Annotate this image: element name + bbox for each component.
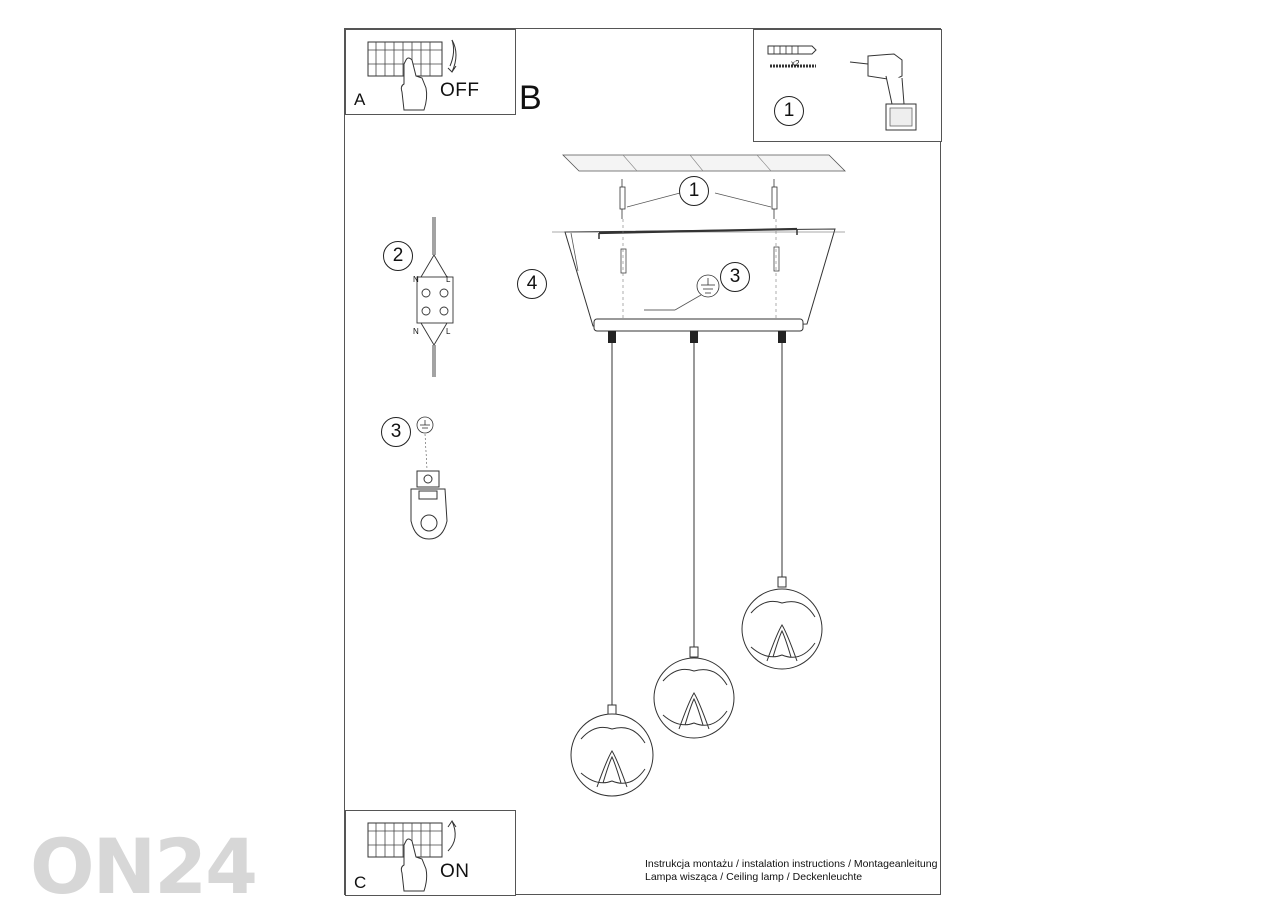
wall-anchor-left <box>619 179 626 219</box>
panel-a-state-label: OFF <box>440 80 480 101</box>
globe-lamp-right <box>741 576 823 670</box>
mounting-bar <box>593 318 804 332</box>
panel-b-letter: B <box>519 79 542 117</box>
panel-a-letter: A <box>354 90 366 109</box>
wall-anchor-right <box>771 179 778 219</box>
callout-ground: 3 <box>720 262 750 292</box>
callout-detail-ground: 3 <box>381 417 411 447</box>
label-l-bottom: L <box>446 327 451 336</box>
panel-c-letter: C <box>354 873 367 892</box>
breaker-hand-icon <box>367 41 443 111</box>
tools-quantity: x2 <box>791 59 800 68</box>
panel-a: A OFF <box>345 29 516 115</box>
callout-canopy: 4 <box>517 269 547 299</box>
lamp-assembly-drawing <box>410 154 846 797</box>
watermark-logo: ON24 <box>30 822 258 911</box>
label-l-top: L <box>446 275 451 284</box>
globe-lamp-left <box>570 704 654 797</box>
canopy <box>564 228 836 327</box>
breaker-hand-icon-c <box>367 822 443 892</box>
label-n-top: N <box>413 275 419 284</box>
connector-block-icon <box>416 217 454 377</box>
callout-connector: 2 <box>383 241 413 271</box>
ceiling-plate <box>562 154 846 172</box>
label-n-bottom: N <box>413 327 419 336</box>
arrow-down-icon <box>447 39 457 73</box>
panel-c: C ON <box>345 810 516 896</box>
ground-terminal-icon <box>410 470 448 540</box>
caption-line-2: Lampa wisząca / Ceiling lamp / Deckenleu… <box>645 871 863 883</box>
callout-anchors: 1 <box>679 176 709 206</box>
globe-lamp-middle <box>653 646 735 739</box>
caption-line-1: Instrukcja montażu / instalation instruc… <box>645 858 938 870</box>
drill-icon <box>849 53 917 131</box>
ground-symbol-small-icon <box>416 416 434 434</box>
panel-tools: x2 1 <box>753 29 942 142</box>
arrow-up-icon <box>447 819 457 852</box>
panel-c-state-label: ON <box>440 861 470 882</box>
tools-step-number: 1 <box>774 96 804 126</box>
instruction-sheet: A OFF B x2 1 <box>344 28 942 896</box>
wall-plug-icon <box>767 45 817 68</box>
ground-symbol-icon <box>696 274 720 298</box>
